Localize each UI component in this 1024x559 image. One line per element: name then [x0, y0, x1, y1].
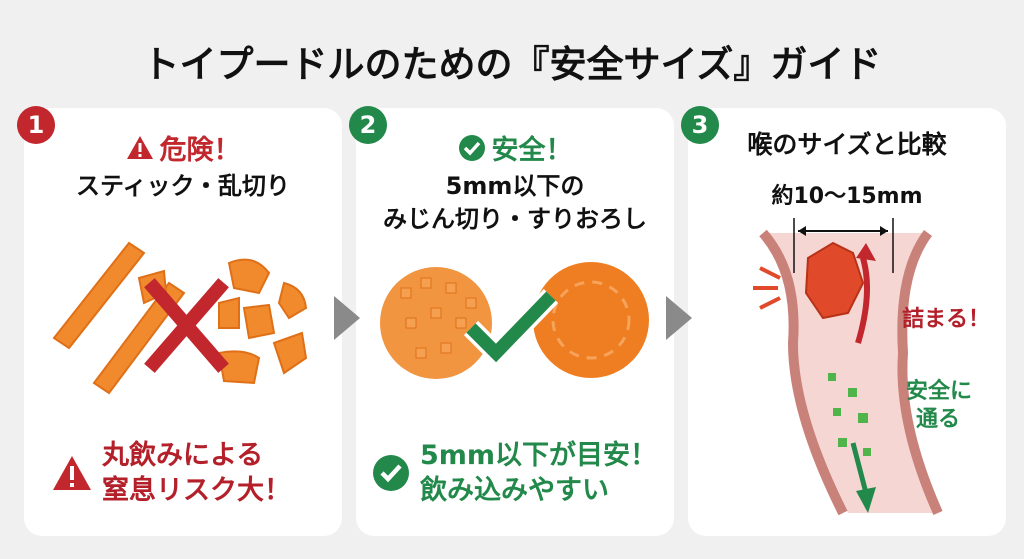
- panel-danger: 危険！ スティック・乱切り 丸飲みによる 窒息リスク大！: [24, 108, 342, 536]
- step-badge-1: 1: [17, 106, 55, 144]
- check-circle-icon: [458, 134, 485, 161]
- status-label: 危険！: [159, 135, 241, 166]
- warning-icon: [126, 136, 153, 159]
- minced-carrot-illustration: [380, 262, 649, 379]
- status-label: 安全！: [491, 135, 573, 166]
- panel-subtitle: スティック・乱切り: [75, 172, 291, 200]
- warning-icon: [53, 456, 91, 490]
- step-badge-2: 2: [349, 106, 387, 144]
- label-stuck: 詰まる！: [902, 307, 991, 332]
- next-arrow-icon: [666, 296, 692, 340]
- page-title: トイプードルのための『安全サイズ』ガイド: [142, 43, 882, 86]
- next-arrow-icon: [334, 296, 360, 340]
- status-safe: 安全！: [356, 128, 674, 167]
- label-pass-2: 通る: [916, 407, 961, 432]
- status-danger: 危険！: [24, 128, 342, 167]
- check-circle-icon: [373, 455, 409, 491]
- label-pass-1: 安全に: [906, 379, 973, 404]
- panel-throat-comparison: 喉のサイズと比較 約10〜15mm 詰まる！ 安全に 通る: [688, 108, 1006, 536]
- throat-width-measure: 約10〜15mm: [771, 184, 923, 209]
- panel-subtitle: 喉のサイズと比較: [747, 130, 947, 159]
- safe-note: 5mm以下が目安！ 飲み込みやすい: [372, 438, 657, 508]
- carrot-sticks-illustration: [52, 241, 308, 395]
- panel-subtitle-2: みじん切り・すりおろし: [383, 205, 647, 233]
- panel-subtitle-1: 5mm以下の: [445, 172, 585, 200]
- danger-note: 丸飲みによる 窒息リスク大！: [52, 438, 291, 508]
- panel-safe: 安全！ 5mm以下の みじん切り・すりおろし 5mm以下が目安！ 飲み込みやすい: [356, 108, 674, 536]
- step-badge-3: 3: [681, 106, 719, 144]
- throat-cross-section-illustration: [753, 218, 943, 516]
